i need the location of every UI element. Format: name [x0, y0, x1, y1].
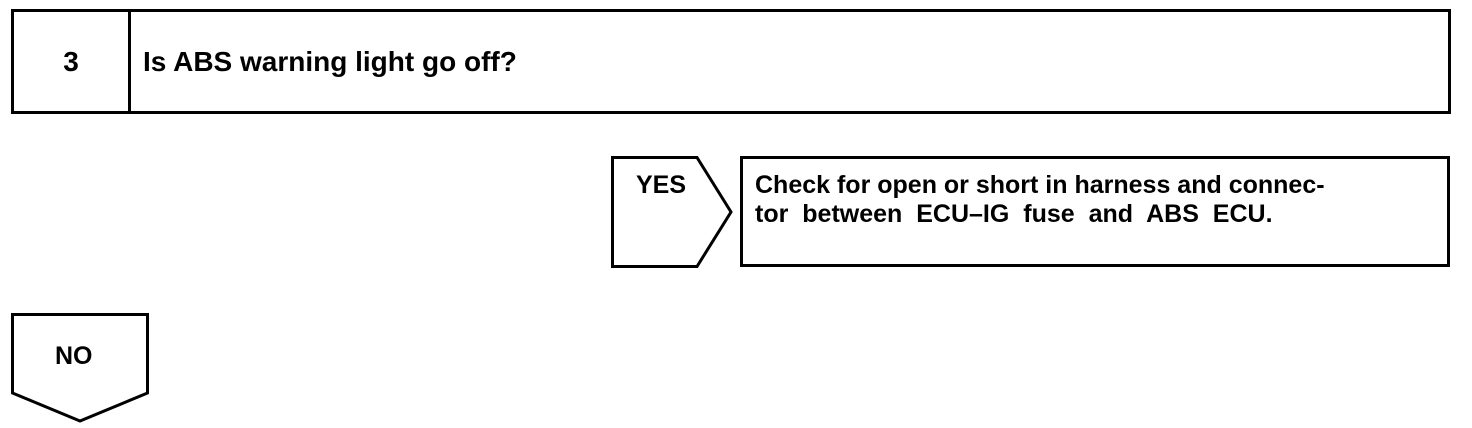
- yes-label: YES: [636, 171, 687, 199]
- step-question: Is ABS warning light go off?: [143, 45, 517, 77]
- no-label: NO: [55, 342, 93, 370]
- no-arrow-icon: [11, 313, 149, 423]
- yes-arrow-icon: [611, 156, 733, 268]
- result-line-1: Check for open or short in harness and c…: [755, 171, 1325, 199]
- yes-result-box: Check for open or short in harness and c…: [740, 156, 1450, 267]
- result-line-2: tor between ECU–IG fuse and ABS ECU.: [755, 200, 1273, 228]
- step-number: 3: [14, 12, 131, 111]
- step-header: 3 Is ABS warning light go off?: [11, 9, 1451, 114]
